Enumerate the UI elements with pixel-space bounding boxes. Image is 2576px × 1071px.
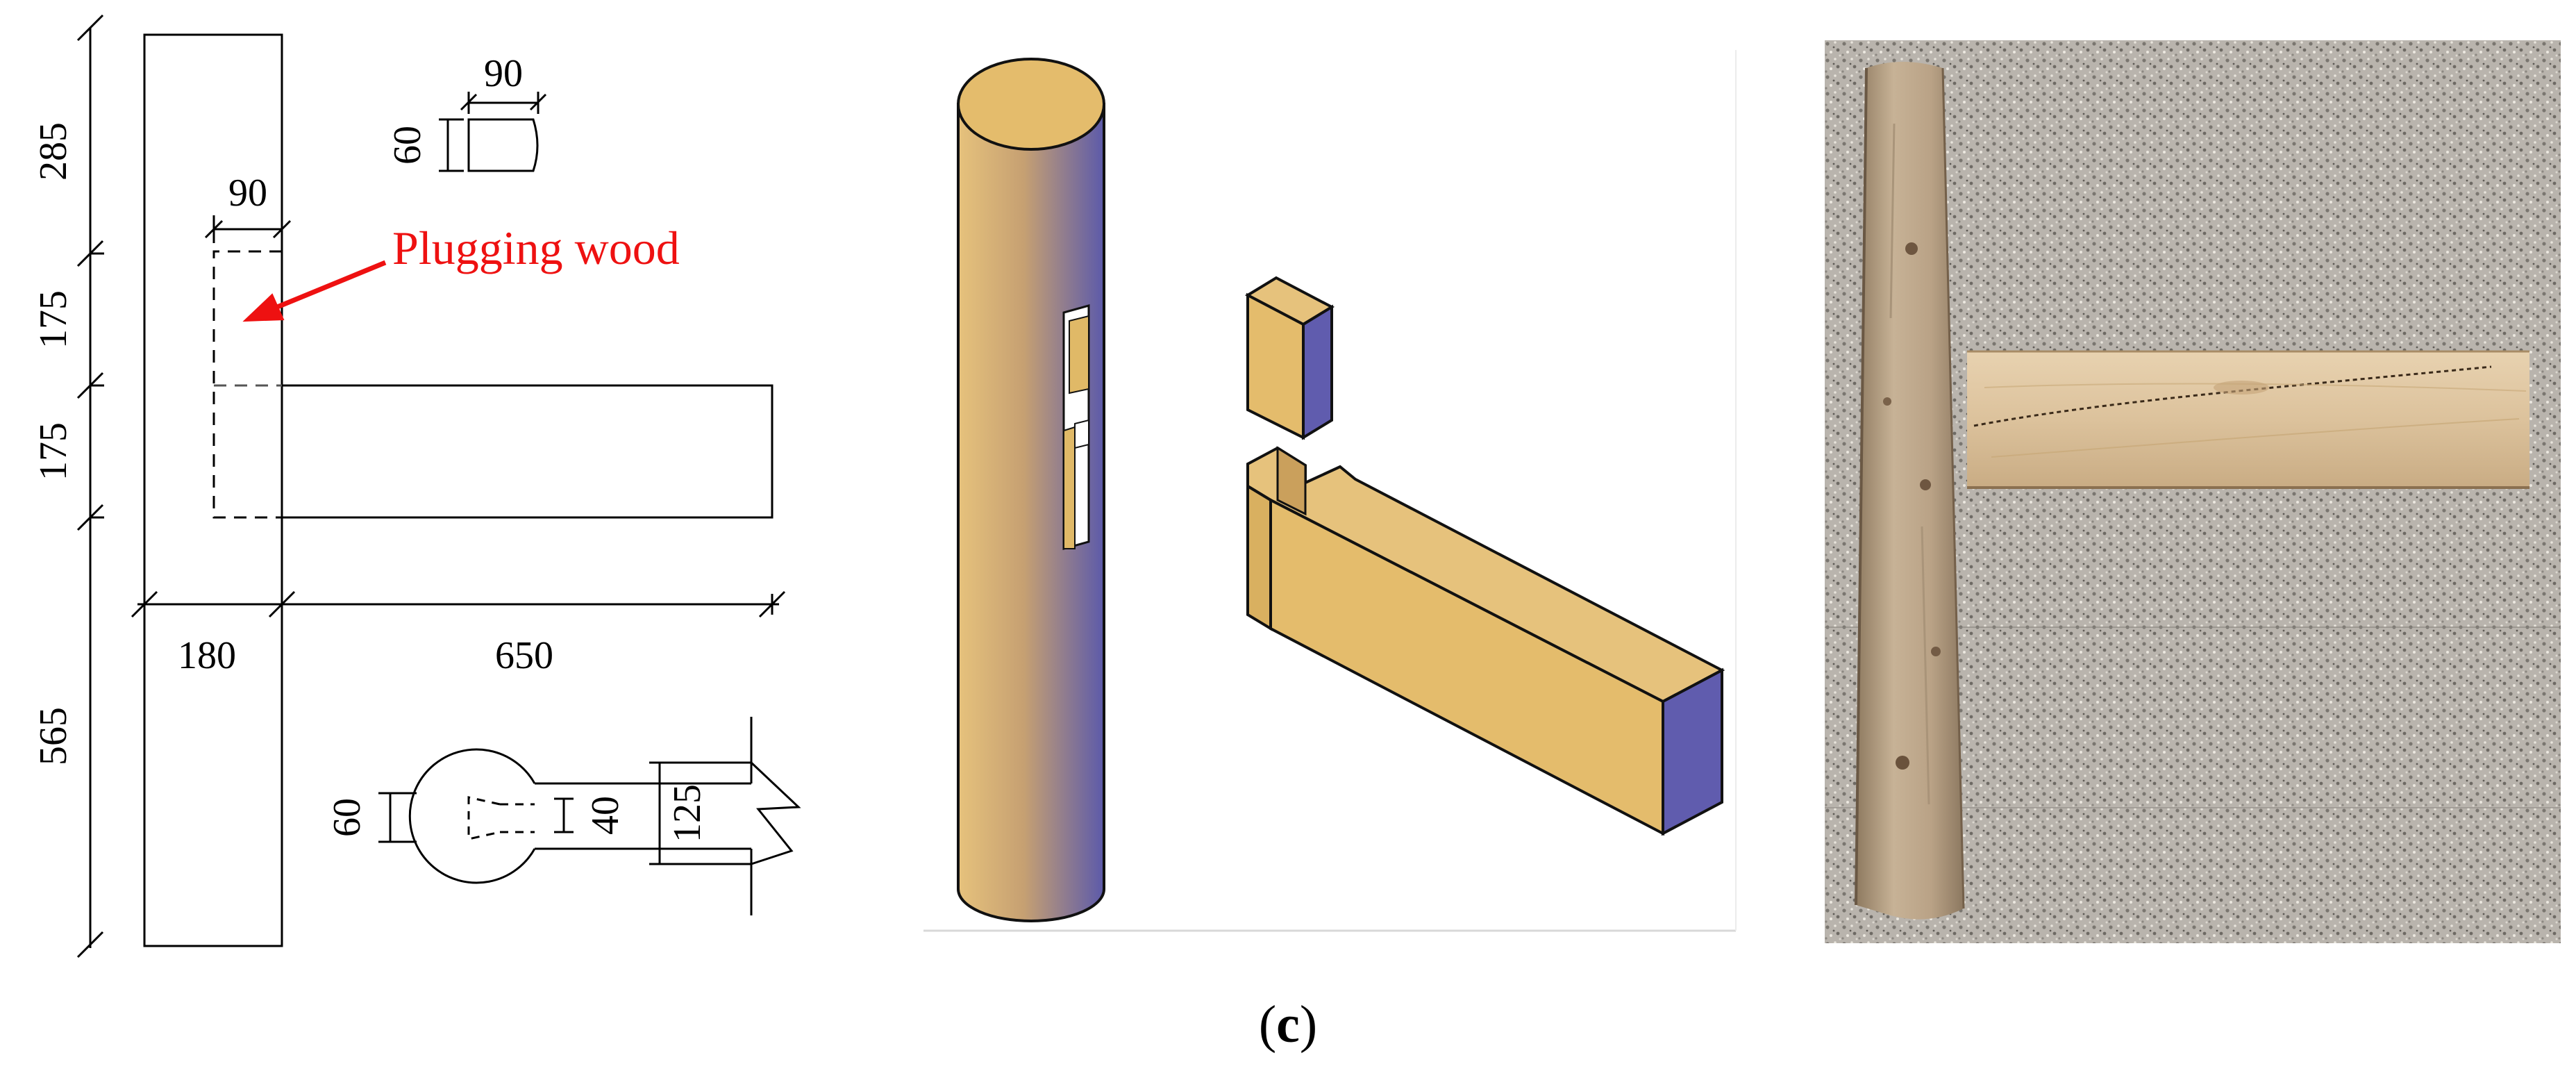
dim-label-40: 40 <box>584 796 627 835</box>
caption-close-paren: ) <box>1299 995 1318 1054</box>
dim-label-60-bottom: 60 <box>326 798 369 837</box>
plugging-wood-arrow <box>242 260 387 322</box>
dim-label-125: 125 <box>666 784 709 842</box>
dim-label-565: 565 <box>32 707 75 765</box>
dim-label-650: 650 <box>495 634 553 677</box>
dim-label-285: 285 <box>32 122 75 181</box>
dim-label-175-a: 175 <box>32 290 75 349</box>
caption-open-paren: ( <box>1258 995 1277 1054</box>
plugging-wood-label: Plugging wood <box>392 222 680 274</box>
photo-log-column <box>1855 62 1965 920</box>
dim-label-175-b: 175 <box>32 422 75 481</box>
plug-piece-detail <box>467 118 539 172</box>
isometric-3d-rendering <box>923 50 1737 932</box>
caption-letter: c <box>1276 995 1300 1054</box>
beam-outline <box>282 384 773 519</box>
dim-label-90-left: 90 <box>228 172 267 215</box>
dimension-drawing: 90 60 90 285 175 175 565 180 650 60 40 1… <box>32 14 801 958</box>
beam-3d <box>1246 446 1725 836</box>
dim-label-180: 180 <box>178 634 236 677</box>
dim-label-60-top: 60 <box>386 126 429 165</box>
dim-label-90-top: 90 <box>484 52 523 95</box>
figure-caption: (c) <box>0 993 2576 1056</box>
cross-section-detail <box>408 748 536 884</box>
plug-block-3d <box>1244 276 1335 440</box>
round-column-3d <box>957 58 1105 922</box>
column-outline <box>143 33 283 947</box>
photo-beam <box>1967 350 2529 489</box>
specimen-photo <box>1825 40 2561 943</box>
